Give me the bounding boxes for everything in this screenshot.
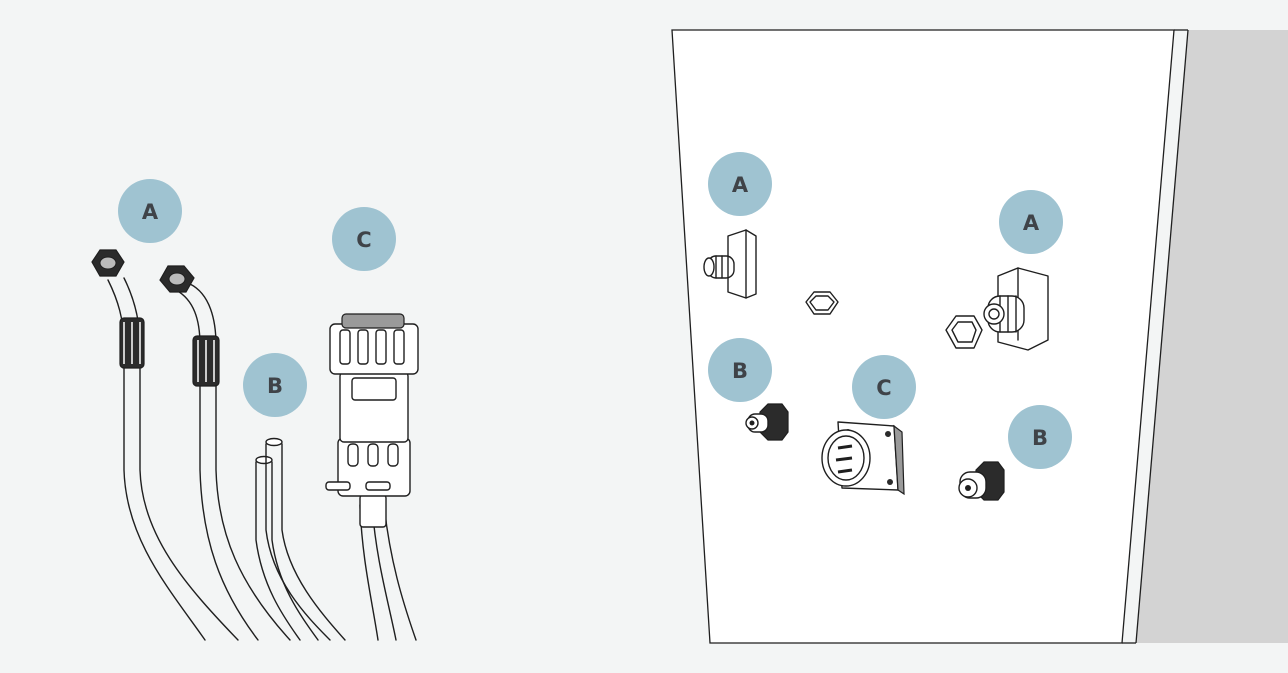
socket-connector [821, 421, 905, 496]
callout-right-a2: A [999, 190, 1063, 254]
callout-right-b2: B [1008, 405, 1072, 469]
fitting-left [703, 229, 757, 299]
callout-right-b1: B [708, 338, 772, 402]
callout-right-b2-label: B [1032, 426, 1048, 450]
callout-right-a1: A [708, 152, 772, 216]
panel-face [671, 29, 1175, 644]
left-components: A B C [91, 179, 419, 641]
callout-left-b-label: B [267, 374, 283, 398]
gland-left [745, 403, 789, 441]
panel-side [1136, 30, 1288, 643]
right-panel: A A B C B [671, 29, 1288, 644]
callout-right-a1-label: A [732, 173, 749, 197]
callout-left-c: C [332, 207, 396, 271]
plug-connector [325, 313, 419, 641]
callout-right-b1-label: B [732, 359, 748, 383]
gland-right [958, 461, 1005, 501]
callout-right-c-label: C [876, 376, 891, 400]
callout-right-a2-label: A [1023, 211, 1040, 235]
callout-left-a-label: A [142, 200, 159, 224]
fitting-right [983, 267, 1049, 351]
callout-left-b: B [243, 353, 307, 417]
tubes [255, 437, 346, 641]
hose-1 [91, 249, 239, 641]
callout-right-c: C [852, 355, 916, 419]
hose-2 [159, 265, 291, 641]
callout-left-c-label: C [356, 228, 371, 252]
callout-left-a: A [118, 179, 182, 243]
